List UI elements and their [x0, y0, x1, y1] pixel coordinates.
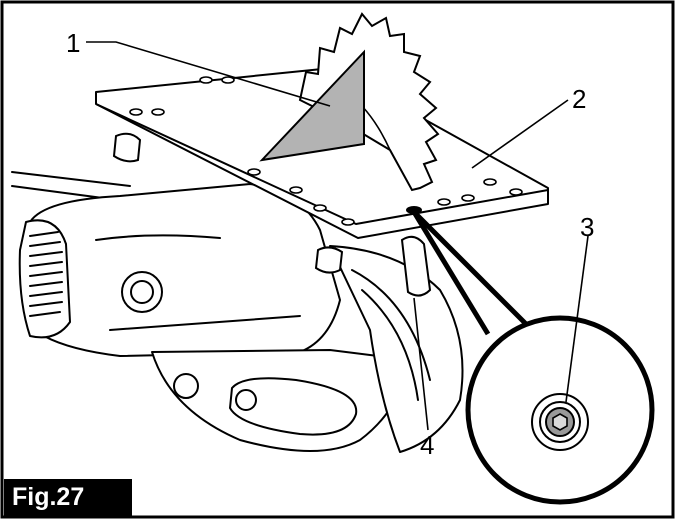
hex-socket-bolt-icon — [552, 413, 568, 431]
saw-body — [11, 171, 464, 453]
handle-grip — [229, 377, 358, 436]
figure-label: Fig.27 — [4, 479, 132, 516]
vent-lines — [29, 231, 63, 317]
rear-mount — [314, 246, 344, 274]
callout-2: 2 — [572, 84, 586, 114]
motor-housing — [21, 183, 341, 357]
callout-1: 1 — [66, 28, 80, 58]
blade-clamp — [400, 235, 432, 297]
motor-end-cap — [18, 219, 71, 339]
callout-3: 3 — [580, 212, 594, 242]
leader-lines — [86, 41, 589, 431]
riving-knife-icon — [259, 49, 365, 162]
housing-seam — [95, 234, 301, 331]
callout-4: 4 — [420, 430, 434, 460]
motor-knob — [121, 271, 163, 313]
front-mount — [112, 132, 142, 163]
detail-magnifier — [411, 210, 655, 505]
circular-saw-blade-icon — [298, 12, 440, 192]
